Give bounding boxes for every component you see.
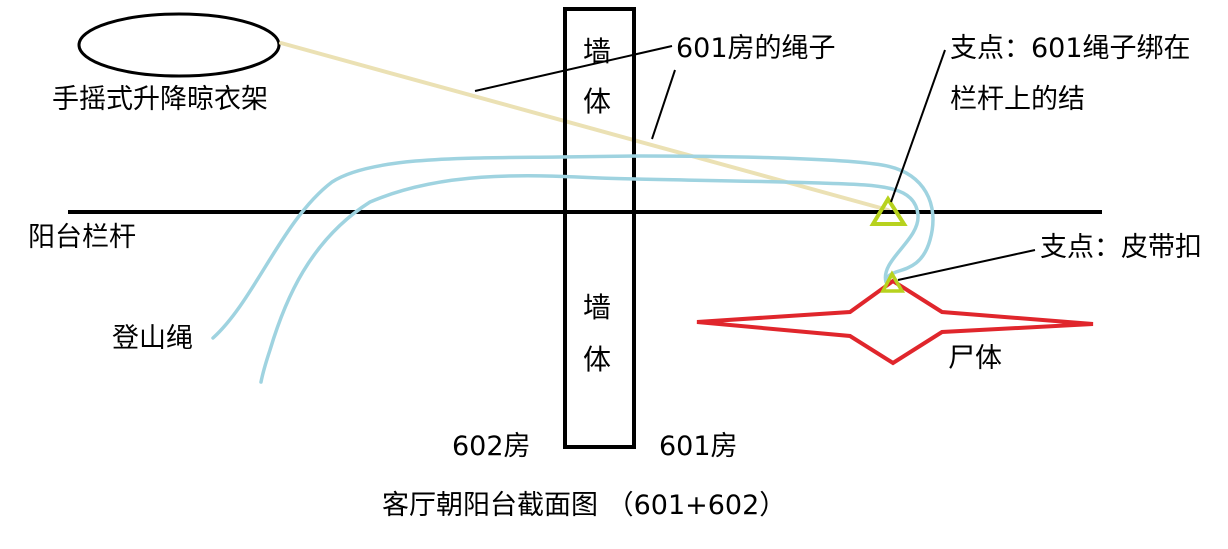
pointer-rope-601-a (474, 45, 673, 92)
label-drying-rack: 手摇式升降晾衣架 (52, 84, 268, 115)
label-room-602: 602房 (452, 431, 531, 462)
label-rope-601: 601房的绳子 (676, 33, 836, 64)
label-body: 尸体 (948, 343, 1002, 374)
pivot-knot-triangle (869, 195, 908, 226)
diagram-title: 客厅朝阳台截面图 （601+602） (382, 490, 787, 521)
label-wall-bottom-2: 体 (583, 343, 612, 376)
label-wall-top-1: 墙 (583, 35, 612, 68)
label-pivot-belt: 支点：皮带扣 (1040, 232, 1202, 263)
wall-rect (563, 7, 636, 449)
label-pivot-knot-line2: 栏杆上的结 (950, 84, 1085, 115)
pivot-belt-triangle (880, 270, 906, 293)
label-wall-bottom-1: 墙 (583, 291, 612, 324)
label-railing: 阳台栏杆 (28, 222, 136, 253)
pointer-rope-601-b (651, 69, 676, 140)
body-shape (696, 278, 1094, 366)
pointer-pivot-belt (897, 249, 1036, 281)
label-pivot-knot-line1: 支点：601绳子绑在 (950, 33, 1191, 64)
climbing-rope-path (211, 154, 935, 384)
pointer-pivot-knot (890, 49, 946, 203)
drying-rack-ellipse (77, 12, 281, 78)
label-wall-top-2: 体 (583, 85, 612, 118)
label-climbing-rope: 登山绳 (112, 323, 193, 354)
label-room-601: 601房 (659, 431, 738, 462)
